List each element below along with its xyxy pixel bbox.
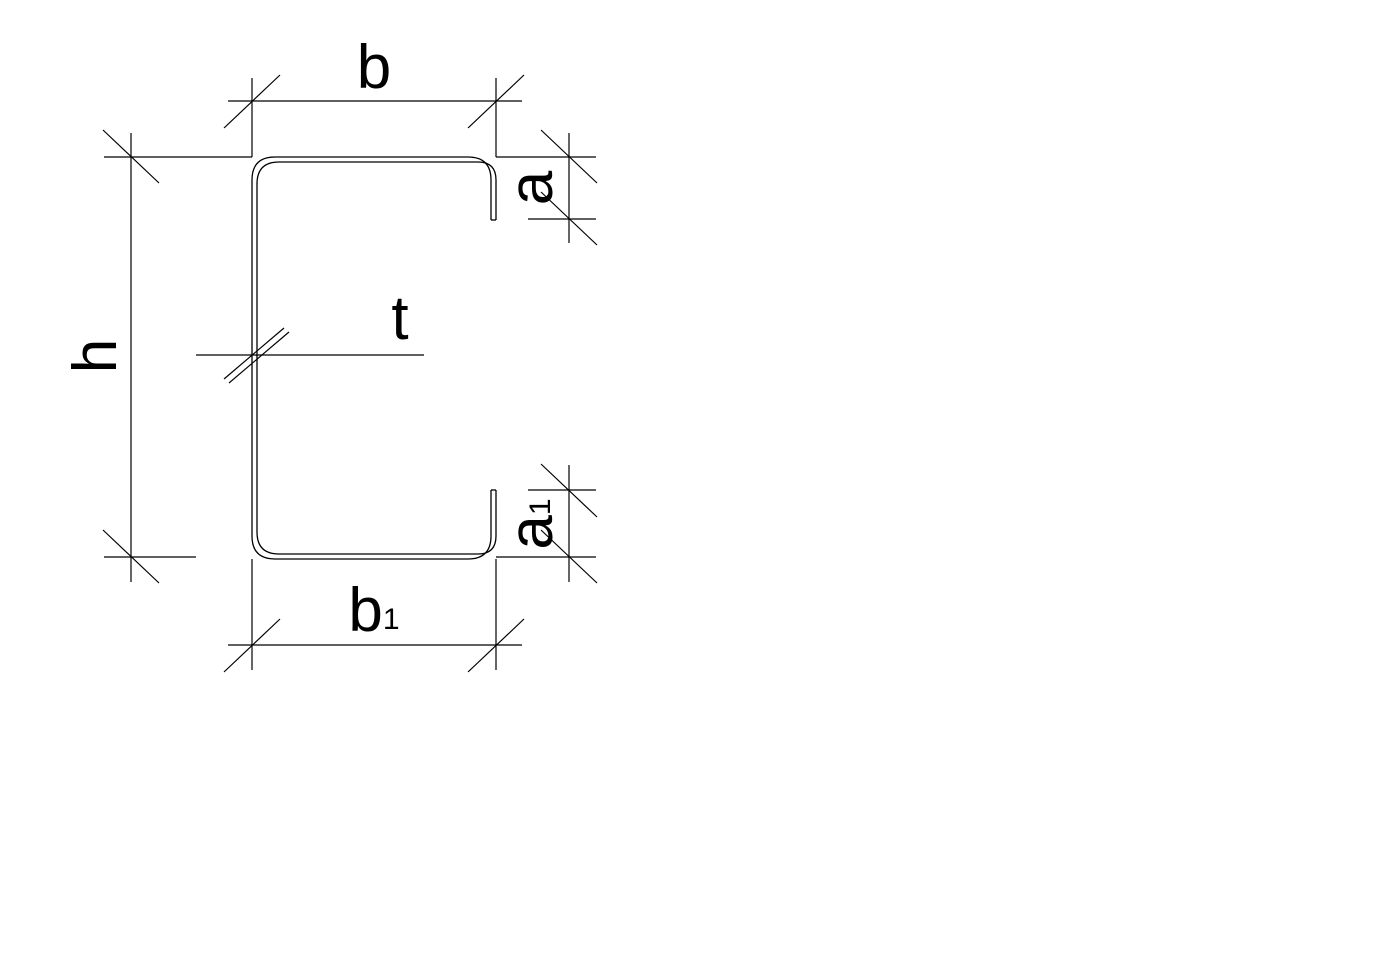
dimension-a-label: a <box>497 170 566 205</box>
dimension-a1-tick-bottom <box>540 529 598 584</box>
profile-inner-edge <box>256 161 497 555</box>
dimension-b-tick-right <box>467 74 525 129</box>
dimension-a1: a1 <box>496 463 598 584</box>
dimension-a-tick-bottom <box>540 191 598 246</box>
dimension-b1-label-sub: 1 <box>383 603 400 636</box>
dimension-h-label: h <box>61 339 130 373</box>
dimension-a1-label-sub: 1 <box>524 498 557 515</box>
dimension-b-tick-left <box>223 74 281 129</box>
dimension-b1-tick-left <box>223 618 281 673</box>
dimension-t: t <box>196 284 424 384</box>
dimension-t-tick-1 <box>223 327 285 380</box>
dimension-b1-label-main: b <box>348 576 382 645</box>
dimension-b-label: b <box>357 33 391 102</box>
dimension-t-label: t <box>391 284 408 353</box>
dimension-a-tick-top <box>540 129 598 184</box>
dimension-a1-tick-top <box>540 463 598 518</box>
dimension-b1-label: b1 <box>348 576 399 645</box>
dimension-a1-label-main: a <box>497 515 566 550</box>
dimension-h: h <box>61 129 252 584</box>
profile-outer-edge <box>251 156 492 560</box>
c-channel-profile <box>251 156 497 560</box>
dimension-t-tick-2 <box>228 331 290 384</box>
dimension-a: a <box>496 129 598 246</box>
dimension-h-tick-bottom <box>102 529 160 584</box>
dimension-b: b <box>223 33 525 157</box>
dimension-b1: b1 <box>223 559 525 673</box>
dimension-h-tick-top <box>102 129 160 184</box>
dimension-b1-tick-right <box>467 618 525 673</box>
dimension-a1-label: a1 <box>497 498 566 549</box>
